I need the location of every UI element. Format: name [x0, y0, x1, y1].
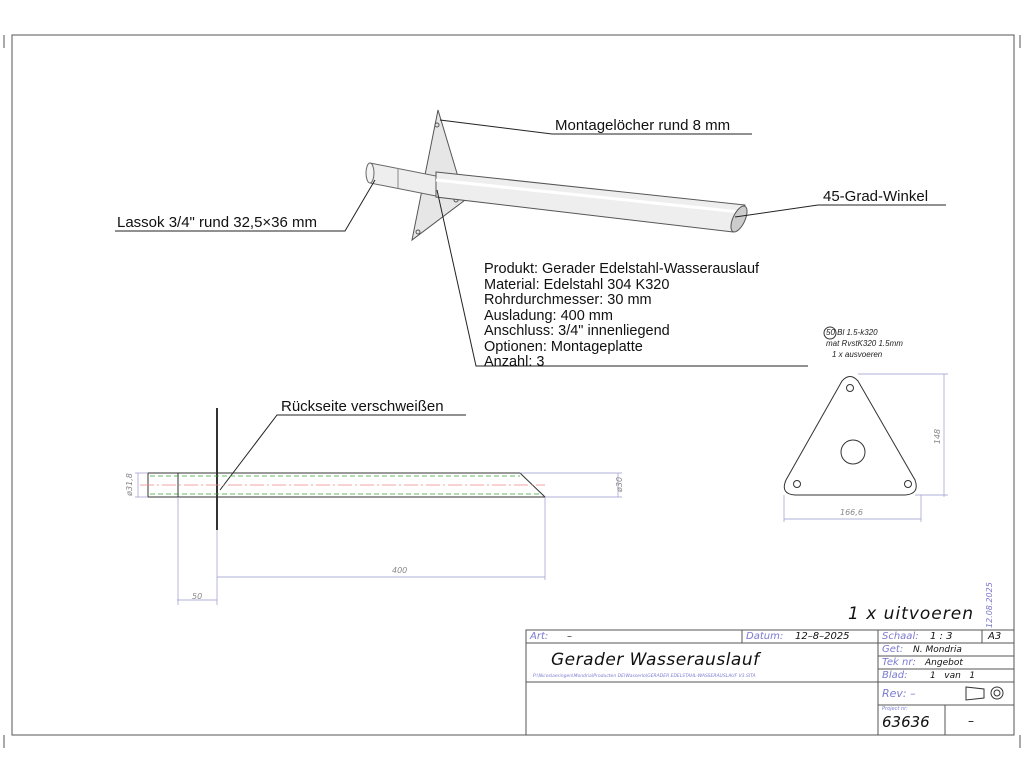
side-view	[135, 408, 622, 605]
spec-line: Optionen: Montageplatte	[484, 338, 643, 355]
rev-label: Rev: –	[882, 687, 916, 700]
project-number: 63636	[882, 713, 930, 731]
tek-label: Tek nr:	[882, 657, 916, 668]
spec-line: Anschluss: 3/4" innenliegend	[484, 323, 670, 339]
dim-sleeve-diameter: ø31,8	[124, 473, 134, 496]
blad-label: Blad:	[882, 670, 908, 681]
title-block-grid	[525, 629, 1015, 736]
dim-tube-diameter: ø30	[615, 476, 625, 493]
quantity-note: 1 x uitvoeren	[848, 604, 974, 624]
get-label: Get:	[882, 644, 904, 655]
side-date: 12.08.2025	[985, 582, 994, 628]
dim-plate-height: 148	[933, 428, 943, 445]
schaal-value: 1 : 3	[930, 631, 953, 642]
plate-note-line: 50 Bl 1.5-k320	[826, 328, 878, 337]
mounting-holes-label: Montagelöcher rund 8 mm	[555, 117, 731, 134]
datum-value: 12–8–2025	[795, 631, 850, 642]
dim-offset: 50	[192, 592, 203, 601]
plate-note: 50 Bl 1.5-k320 mat RvstK320 1.5mm 1 x au…	[826, 327, 903, 360]
dim-length: 400	[392, 566, 408, 575]
drawing-frame	[11, 34, 1015, 736]
spec-line: Produkt: Gerader Edelstahl-Wasserauslauf	[484, 261, 760, 277]
weld-label: Rückseite verschweißen	[281, 398, 444, 415]
spec-line: Anzahl: 3	[484, 354, 545, 370]
project-extra: –	[968, 714, 974, 728]
lassok-label: Lassok 3/4" rund 32,5×36 mm	[117, 214, 318, 231]
art-label: Art:	[530, 631, 549, 642]
project-label: Project nr:	[882, 706, 908, 712]
projection-symbol-icon	[965, 686, 1004, 701]
tube-3d	[435, 171, 746, 233]
datum-label: Datum:	[746, 631, 784, 642]
blad-value: 1 van 1	[930, 671, 976, 681]
plate-note-line: mat RvstK320 1.5mm	[826, 339, 903, 348]
get-value: N. Mondria	[913, 645, 962, 655]
spec-line: Ausladung: 400 mm	[484, 307, 613, 324]
art-value: –	[567, 631, 572, 642]
schaal-label: Schaal:	[882, 631, 919, 642]
spec-line: Material: Edelstahl 304 K320	[484, 276, 670, 293]
leader-lines	[115, 119, 946, 491]
isometric-view	[365, 109, 748, 242]
drawing-title: Gerader Wasserauslauf	[551, 650, 760, 670]
sheet-format: A3	[988, 631, 1002, 642]
angle-label: 45-Grad-Winkel	[823, 188, 929, 205]
corner-marks	[3, 35, 1021, 748]
dim-plate-width: 166,6	[840, 508, 863, 517]
plate-view	[783, 326, 948, 522]
spec-line: Rohrdurchmesser: 30 mm	[484, 292, 652, 308]
plate-note-line: 1 x ausvoeren	[832, 350, 883, 359]
file-path: P:\Nicoslaeringen\Mondria\Producten DE\W…	[533, 674, 756, 679]
product-spec: Produkt: Gerader Edelstahl-Wasserauslauf…	[484, 261, 760, 371]
tek-value: Angebot	[925, 658, 963, 668]
